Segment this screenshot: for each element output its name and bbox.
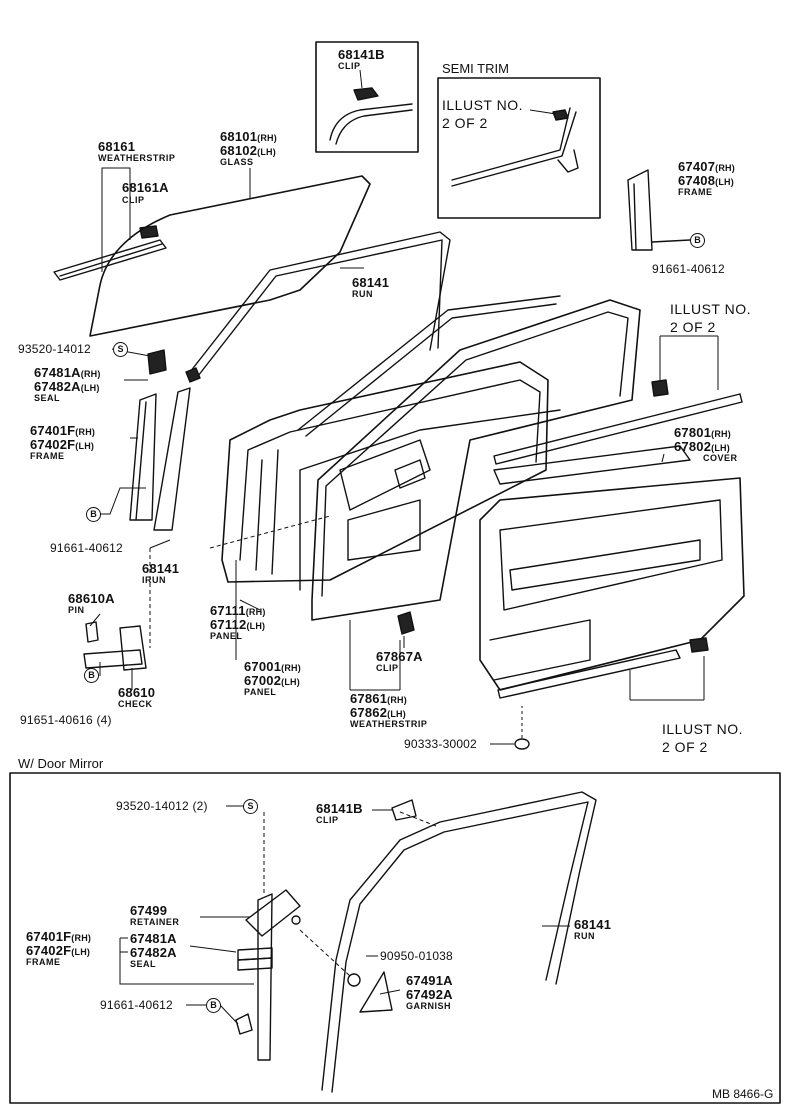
- illust-note-semi-line1: ILLUST NO.: [442, 97, 523, 113]
- part-67482A-number: 67482A(LH): [34, 379, 100, 394]
- part-67002-number: 67002(LH): [244, 673, 300, 688]
- mirror-part-67401F-number: 67401F(RH): [26, 929, 92, 944]
- part-67867A-number: 67867A: [376, 649, 423, 664]
- bolt-badge-b-left-icon: B: [86, 507, 101, 522]
- part-68141B-number: 68141B: [338, 47, 385, 62]
- part-68161-number: 68161: [98, 139, 136, 154]
- trim-panel-outline: [479, 477, 745, 691]
- bolt-badge-b-check-icon: B: [84, 668, 99, 683]
- part-67802-desc: COVER: [703, 453, 738, 463]
- mirror-part-91661-number: 91661-40612: [100, 998, 173, 1012]
- part-67867A-desc: CLIP: [376, 663, 399, 673]
- part-68161A-number: 68161A: [122, 180, 169, 195]
- part-68610-desc: CHECK: [118, 699, 153, 709]
- part-67111-number: 67111(RH): [210, 603, 266, 618]
- drawing-code: MB 8466-G: [712, 1087, 774, 1101]
- mirror-part-67492A-number: 67492A: [406, 987, 453, 1002]
- part-67862-number: 67862(LH): [350, 705, 406, 720]
- semi-trim-title: SEMI TRIM: [442, 61, 509, 76]
- part-67408-desc: FRAME: [678, 187, 713, 197]
- glass-outline: [89, 175, 371, 337]
- part-67801-number: 67801(RH): [674, 425, 731, 440]
- mirror-part-68141-number: 68141: [574, 917, 612, 932]
- illust-note-lower-line1: ILLUST NO.: [662, 721, 743, 737]
- part-67408-number: 67408(LH): [678, 173, 734, 188]
- mirror-part-93520-number: 93520-14012 (2): [116, 799, 208, 813]
- part-68610-number: 68610: [118, 685, 156, 700]
- door-mirror-box: [9, 772, 781, 1104]
- illust-note-belt-line1: ILLUST NO.: [670, 301, 751, 317]
- mirror-part-67499-desc: RETAINER: [130, 917, 180, 927]
- mirror-screw-badge-s-icon: S: [243, 799, 258, 814]
- part-68610A-number: 68610A: [68, 591, 115, 606]
- part-90333-number: 90333-30002: [404, 737, 477, 751]
- part-67482A-desc: SEAL: [34, 393, 61, 403]
- mirror-part-67481A-number: 67481A: [130, 931, 177, 946]
- bolt-badge-b-icon: B: [690, 233, 705, 248]
- part-67802-number: 67802(LH): [674, 439, 730, 454]
- part-67862-desc: WEATHERSTRIP: [350, 719, 428, 729]
- door-panel-outline: [221, 361, 549, 583]
- part-68161-desc: WEATHERSTRIP: [98, 153, 176, 163]
- mirror-part-67492A-desc: GARNISH: [406, 1001, 452, 1011]
- part-68141-run-number: 68141: [352, 275, 390, 290]
- part-91661-top-number: 91661-40612: [652, 262, 725, 276]
- part-91661-left-number: 91661-40612: [50, 541, 123, 555]
- illust-note-lower-line2: 2 OF 2: [662, 739, 708, 755]
- part-68102-number: 68102(LH): [220, 143, 276, 158]
- part-67001-number: 67001(RH): [244, 659, 301, 674]
- mirror-part-90950-number: 90950-01038: [380, 949, 453, 963]
- part-93520-number: 93520-14012: [18, 342, 91, 356]
- part-67002-desc: PANEL: [244, 687, 277, 697]
- part-67112-desc: PANEL: [210, 631, 243, 641]
- part-67402F-number: 67402F(LH): [30, 437, 95, 452]
- part-67402F-desc: FRAME: [30, 451, 65, 461]
- part-68101-number: 68101(RH): [220, 129, 277, 144]
- mirror-part-68141B-desc: CLIP: [316, 815, 339, 825]
- part-68141-irun-desc: IRUN: [142, 575, 166, 585]
- illust-note-semi-line2: 2 OF 2: [442, 115, 488, 131]
- part-68141-run-desc: RUN: [352, 289, 373, 299]
- door-mirror-title: W/ Door Mirror: [18, 756, 104, 771]
- mirror-part-67402F-desc: FRAME: [26, 957, 61, 967]
- part-67401F-number: 67401F(RH): [30, 423, 96, 438]
- mirror-part-67499-number: 67499: [130, 903, 168, 918]
- mirror-part-67482A-number: 67482A: [130, 945, 177, 960]
- part-68102-desc: GLASS: [220, 157, 254, 167]
- mirror-bolt-badge-b-icon: B: [206, 998, 221, 1013]
- part-67481A-number: 67481A(RH): [34, 365, 101, 380]
- part-68141B-desc: CLIP: [338, 61, 361, 71]
- part-67861-number: 67861(RH): [350, 691, 407, 706]
- illust-note-belt-line2: 2 OF 2: [670, 319, 716, 335]
- part-67407-number: 67407(RH): [678, 159, 735, 174]
- screw-badge-s-icon: S: [113, 342, 128, 357]
- semi-trim-inset-box: [437, 77, 601, 219]
- part-68610A-desc: PIN: [68, 605, 85, 615]
- part-68161A-desc: CLIP: [122, 195, 145, 205]
- part-91651-number: 91651-40616 (4): [20, 713, 112, 727]
- part-67112-number: 67112(LH): [210, 617, 266, 632]
- clip-inset-box: [315, 41, 419, 153]
- mirror-part-67402F-number: 67402F(LH): [26, 943, 91, 958]
- mirror-part-67491A-number: 67491A: [406, 973, 453, 988]
- mirror-part-67482A-desc: SEAL: [130, 959, 157, 969]
- mirror-part-68141B-number: 68141B: [316, 801, 363, 816]
- mirror-part-68141-desc: RUN: [574, 931, 595, 941]
- part-68141-irun-number: 68141: [142, 561, 180, 576]
